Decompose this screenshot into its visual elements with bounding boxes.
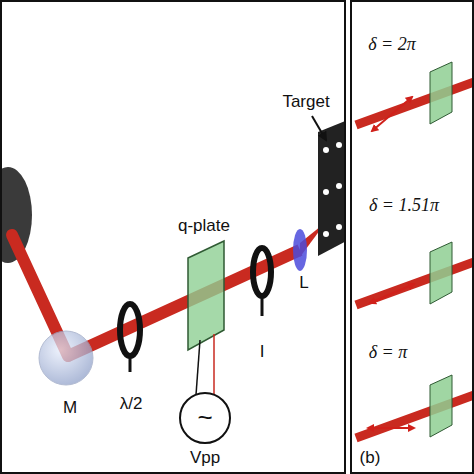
laser-beam [356,262,472,305]
laser-beam [68,250,300,356]
phase-label: δ = π [369,342,408,362]
signal-name: Vpp [190,448,220,468]
polarization-arrow [372,97,412,131]
q-plate [188,241,224,350]
q-plate [430,375,452,437]
part-label: L [299,273,308,293]
target-plate [318,120,344,256]
target-hole [336,142,342,148]
target-hole [323,231,329,237]
target-hole [323,147,329,153]
phase-label: δ = 2π [368,34,416,54]
target-hole [336,224,342,230]
part-label: I [260,342,265,362]
source-symbol: ~ [197,404,212,430]
laser-beam [356,395,472,438]
q-plate [430,62,452,124]
polarization-arrow [368,427,414,429]
half-wave-plate [120,304,140,356]
polarization-arrow [370,284,414,303]
target-hole [336,183,342,189]
optic-post [261,296,264,316]
mirror [39,331,93,385]
panel-frame [1,1,345,473]
target-hole [323,189,329,195]
wire [196,340,200,395]
panel-frame [351,1,473,473]
lens [293,229,307,271]
leader-arrow [312,116,326,140]
ac-source [180,393,230,443]
q-plate [430,242,452,304]
laser-beam [356,82,472,125]
part-label: q-plate [178,216,230,236]
part-label: λ/2 [120,394,143,414]
wire [213,334,215,395]
optic-post [129,356,132,372]
phase-label: δ = 1.51π [369,195,439,215]
part-label: Target [282,92,329,112]
part-label: M [63,398,77,418]
panel-label: (b) [360,448,381,468]
iris [253,248,271,296]
